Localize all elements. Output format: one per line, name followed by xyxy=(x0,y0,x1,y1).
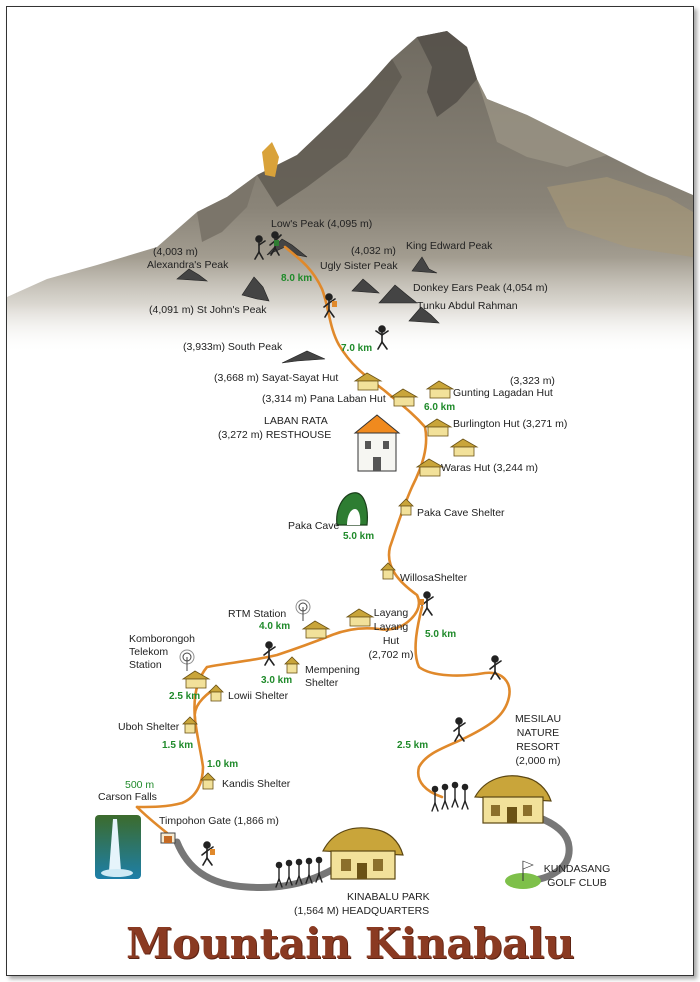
timpohon-gate-label: Timpohon Gate (1,866 m) xyxy=(159,815,279,827)
carson-falls-waterfall xyxy=(95,815,141,879)
distance-1-km: 1.0 km xyxy=(207,759,239,770)
komborongoh-label-line-1: Komborongoh xyxy=(129,633,195,645)
pana-laban-hut-label: (3,314 m) Pana Laban Hut xyxy=(262,393,386,405)
park-hq-label-line-1: KINABALU PARK xyxy=(347,891,430,903)
mesilau-label-line-2: NATURE xyxy=(516,727,560,739)
hiker-groups xyxy=(275,781,469,888)
gunting-lagadan-hut-label: Gunting Lagadan Hut xyxy=(453,387,553,399)
mesilau-label-line-1: MESILAU xyxy=(514,713,562,725)
gunting-lagadan-hut-elevation: (3,323 m) xyxy=(510,375,555,387)
sayat-sayat-hut-label: (3,668 m) Sayat-Sayat Hut xyxy=(214,372,339,384)
map-title: Mountain Kinabalu xyxy=(125,919,575,968)
peak-silhouettes xyxy=(176,238,440,364)
layang-hut-label-line-1: Layang xyxy=(373,607,409,619)
park-hq-label-line-2: (1,564 M) HEADQUARTERS xyxy=(294,905,430,917)
ugly-sister-peak-label: Ugly Sister Peak xyxy=(320,260,398,272)
tunku-abdul-rahman-label: Tunku Abdul Rahman xyxy=(417,300,518,312)
king-edward-peak-label: King Edward Peak xyxy=(406,240,493,252)
radio-masts xyxy=(179,599,311,671)
willosa-shelter-label: WillosaShelter xyxy=(400,572,468,584)
layang-hut-label-line-3: Hut xyxy=(382,635,400,647)
burlington-hut-label: Burlington Hut (3,271 m) xyxy=(453,418,568,430)
ugly-sister-peak-elevation: (4,032 m) xyxy=(351,245,396,257)
distance-3-km: 3.0 km xyxy=(261,675,293,686)
mesilau-label-line-3: RESORT xyxy=(516,741,560,753)
layang-hut-label-line-2: Layang xyxy=(373,621,409,633)
mountain-summit-illustration xyxy=(7,31,693,357)
kinabalu-trail-map xyxy=(7,31,693,891)
park-headquarters-building xyxy=(322,827,404,880)
mesilau-elevation: (2,000 m) xyxy=(515,755,561,767)
alexandra-peak-elevation: (4,003 m) xyxy=(153,246,198,258)
distance-2-5-km-mesilau-trail: 2.5 km xyxy=(397,740,429,751)
trail-shelters xyxy=(182,498,414,790)
laban-rata-resthouse xyxy=(353,414,401,472)
donkey-ears-peak-label: Donkey Ears Peak (4,054 m) xyxy=(413,282,548,294)
mesilau-resort-building xyxy=(474,775,552,824)
rtm-station-label: RTM Station xyxy=(228,608,287,620)
laban-rata-label: LABAN RATA xyxy=(264,415,328,427)
distance-5-km-summit-trail: 5.0 km xyxy=(343,531,375,542)
komborongoh-label-line-2: Telekom xyxy=(129,646,169,658)
timpohon-gate xyxy=(160,832,176,844)
distance-6-km: 6.0 km xyxy=(424,402,456,413)
carson-falls-distance: 500 m xyxy=(125,779,155,791)
mempening-shelter-label-line-2: Shelter xyxy=(305,677,339,689)
mempening-shelter-label-line-1: Mempening xyxy=(305,664,360,676)
golf-club-label-line-2: GOLF CLUB xyxy=(547,877,607,889)
paka-cave xyxy=(336,492,368,526)
distance-7-km: 7.0 km xyxy=(341,343,373,354)
uboh-shelter-label: Uboh Shelter xyxy=(118,721,180,733)
south-peak-label: (3,933m) South Peak xyxy=(183,341,283,353)
distance-1-5-km: 1.5 km xyxy=(162,740,194,751)
golf-club-label-line-1: KUNDASANG xyxy=(543,863,611,875)
waras-hut-label: Waras Hut (3,244 m) xyxy=(441,462,539,474)
golf-club-flag xyxy=(505,860,541,889)
distance-8-km: 8.0 km xyxy=(281,273,313,284)
distance-2-5-km-summit-trail: 2.5 km xyxy=(169,691,201,702)
distance-4-km: 4.0 km xyxy=(259,621,291,632)
climber-figures xyxy=(201,231,502,866)
alexandra-peak-label: Alexandra's Peak xyxy=(147,259,229,271)
layang-hut-elevation: (2,702 m) xyxy=(368,649,414,661)
mountain-huts xyxy=(181,372,479,689)
laban-rata-elevation: (3,272 m) RESTHOUSE xyxy=(218,429,332,441)
komborongoh-label-line-3: Station xyxy=(129,659,162,671)
map-frame: Low's Peak (4,095 m) (4,003 m) Alexandra… xyxy=(6,6,694,976)
lows-peak-label: Low's Peak (4,095 m) xyxy=(271,218,373,230)
paka-cave-label: Paka Cave xyxy=(288,520,340,532)
carson-falls-label: Carson Falls xyxy=(98,791,157,803)
st-johns-peak-label: (4,091 m) St John's Peak xyxy=(149,304,267,316)
kandis-shelter-label: Kandis Shelter xyxy=(222,778,291,790)
paka-cave-shelter-label: Paka Cave Shelter xyxy=(417,507,505,519)
lowii-shelter-label: Lowii Shelter xyxy=(228,690,289,702)
distance-5-km-mesilau-trail: 5.0 km xyxy=(425,629,457,640)
